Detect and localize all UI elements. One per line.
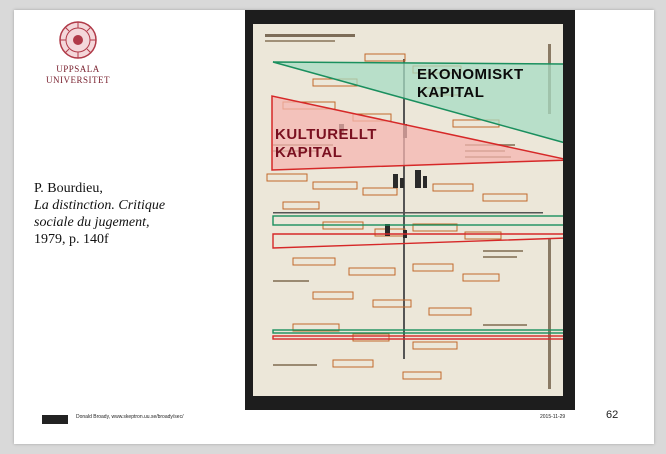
university-logo: UPPSALA UNIVERSITET bbox=[38, 20, 118, 86]
footer-author: Donald Broady, www.skeptron.uu.se/broady… bbox=[76, 414, 184, 420]
citation-year: 1979, p. 140f bbox=[34, 232, 109, 247]
citation-title-1: La distinction. Critique bbox=[34, 198, 166, 213]
logo-line-2: UNIVERSITET bbox=[46, 75, 110, 85]
logo-line-1: UPPSALA bbox=[56, 64, 100, 74]
citation-author: P. Bourdieu, bbox=[34, 181, 103, 196]
cultural-band-low bbox=[272, 335, 568, 340]
citation: P. Bourdieu, La distinction. Critique so… bbox=[34, 180, 214, 248]
scanned-page bbox=[253, 24, 570, 396]
cultural-capital-label: KULTURELLT KAPITAL bbox=[275, 126, 377, 161]
citation-title-2: sociale du jugement, bbox=[34, 215, 150, 230]
footer-date: 2015-11-29 bbox=[540, 414, 566, 420]
cultural-band-mid bbox=[272, 233, 568, 249]
cultural-capital-wedge bbox=[271, 95, 570, 171]
cc-license-icon bbox=[42, 415, 68, 424]
scanned-figure bbox=[245, 10, 575, 410]
slide: UPPSALA UNIVERSITET P. Bourdieu, La dist… bbox=[14, 10, 654, 444]
economic-capital-label: EKONOMISKT KAPITAL bbox=[417, 66, 524, 101]
slide-number: 62 bbox=[606, 409, 619, 421]
university-seal-icon bbox=[59, 21, 97, 59]
social-space-diagram bbox=[265, 34, 570, 389]
